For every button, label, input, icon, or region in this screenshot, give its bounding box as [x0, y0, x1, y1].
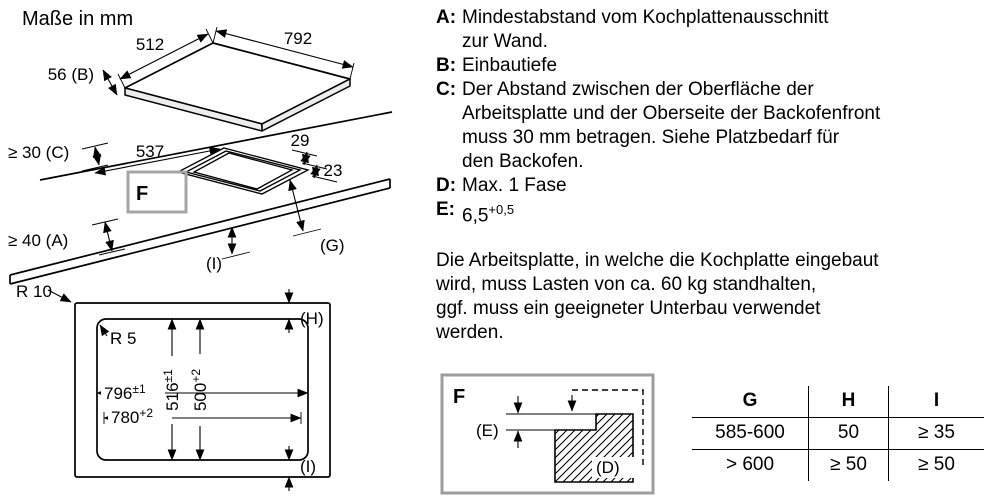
- detail-marker-f: F: [126, 170, 188, 214]
- legend-item-d: D: Max. 1 Fase: [436, 174, 988, 198]
- load-note: Die Arbeitsplatte, in welche die Kochpla…: [436, 250, 879, 344]
- page-title: Maße in mm: [22, 8, 134, 30]
- dimension-500: 500+2: [189, 318, 210, 461]
- dim-500-tol: +2: [189, 369, 203, 383]
- legend-key-b: B:: [436, 55, 457, 76]
- dim-56b-label: 56 (B): [48, 65, 94, 84]
- dimension-i-perspective: (I): [206, 226, 251, 273]
- legend-column: A: Mindestabstand vom Kochplattenausschn…: [436, 6, 988, 345]
- legend-text-d: Max. 1 Fase: [462, 175, 567, 196]
- e-tolerance: +0,5: [488, 202, 515, 217]
- col-header-g: G: [692, 386, 808, 418]
- cell-h2: ≥ 50: [808, 450, 888, 481]
- detail-f-title: F: [453, 386, 465, 408]
- dim-a-label: ≥ 40 (A): [8, 231, 68, 250]
- worktop-perspective: [9, 111, 393, 285]
- dim-516-tol: ±1: [161, 369, 175, 383]
- dim-i-label: (I): [206, 254, 222, 273]
- dim-792-label: 792: [284, 29, 312, 48]
- dim-796-tol: ±1: [132, 382, 146, 396]
- legend-text-e: 6,5+0,5: [462, 198, 514, 228]
- label-bg: [108, 407, 172, 427]
- dim-516-label: 516±1: [161, 369, 182, 411]
- dimension-29-23: 29 23: [291, 131, 343, 183]
- label-bg: [101, 382, 165, 402]
- dimension-i-plan: (I): [284, 446, 316, 491]
- dimension-e: (E): [476, 396, 596, 448]
- dim-796-label: 796±1: [104, 382, 146, 403]
- cell-g1: 585-600: [692, 418, 808, 450]
- table-header-row: G H I: [692, 386, 984, 418]
- legend-item-a: A: Mindestabstand vom Kochplattenausschn…: [436, 6, 988, 54]
- dimension-537: 537: [94, 142, 221, 176]
- dimension-clearance-c: ≥ 30 (C): [8, 142, 109, 172]
- col-header-i: I: [888, 386, 984, 418]
- detail-f-drawing: F (E) (D): [440, 373, 655, 495]
- dim-23-label: 23: [324, 161, 343, 180]
- label-bg: [592, 457, 636, 478]
- dim-500-label: 500+2: [189, 369, 210, 411]
- dimension-depth-512: 512: [117, 28, 214, 89]
- dimension-516: 516±1: [161, 318, 182, 461]
- legend-item-c: C: Der Abstand zwischen der Oberfläche d…: [436, 78, 988, 174]
- dim-780-tol: +2: [139, 406, 153, 420]
- r5-label: R 5: [110, 329, 136, 348]
- cell-i2: ≥ 50: [888, 450, 984, 481]
- dim-516-base: 516: [163, 382, 182, 410]
- legend-item-b: B: Einbautiefe: [436, 54, 988, 78]
- legend-text-a: Mindestabstand vom Kochplattenausschnitt…: [462, 7, 829, 52]
- dimension-height-56b: 56 (B): [48, 65, 118, 96]
- dim-500-base: 500: [191, 383, 210, 411]
- dimension-h: (H): [284, 289, 324, 333]
- dim-i-plan-label: (I): [300, 457, 316, 476]
- legend-key-e: E:: [436, 199, 455, 220]
- table-row: > 600 ≥ 50 ≥ 50: [692, 450, 984, 481]
- dim-537-label: 537: [136, 142, 164, 161]
- dim-29-label: 29: [291, 131, 310, 150]
- radius-r5: R 5: [99, 324, 136, 348]
- dimension-clearance-a: ≥ 40 (A): [8, 218, 126, 256]
- radius-r10: R 10: [16, 282, 72, 303]
- col-header-h: H: [808, 386, 888, 418]
- detail-f-label: F: [136, 183, 148, 205]
- dimension-g: (G): [288, 179, 345, 255]
- dim-512-label: 512: [136, 35, 164, 54]
- clearance-table: G H I 585-600 50 ≥ 35 > 600 ≥ 50 ≥ 50: [692, 386, 984, 481]
- legend-key-c: C:: [436, 79, 457, 100]
- dim-d-label: (D): [596, 458, 620, 477]
- cell-h1: 50: [808, 418, 888, 450]
- r10-label: R 10: [16, 282, 52, 301]
- legend-key-d: D:: [436, 175, 457, 196]
- dimension-780: 780+2: [103, 406, 302, 427]
- e-value: 6,5: [462, 205, 489, 227]
- chamfer-d: (D): [592, 457, 636, 478]
- dim-780-base: 780: [111, 408, 139, 427]
- legend-text-c: Der Abstand zwischen der Oberfläche der …: [462, 79, 881, 172]
- technical-drawing: 792 512 56 (B) ≥ 30 (C) 537: [8, 26, 393, 491]
- dim-796-base: 796: [104, 384, 132, 403]
- dim-g-label: (G): [320, 236, 345, 255]
- dimension-width-792: 792: [212, 26, 355, 80]
- worktop-cutout-opening: [176, 147, 310, 195]
- table-row: 585-600 50 ≥ 35: [692, 418, 984, 450]
- dim-c-label: ≥ 30 (C): [8, 143, 69, 162]
- dim-h-label: (H): [300, 309, 324, 328]
- cooktop-panel: [124, 42, 351, 132]
- cell-i1: ≥ 35: [888, 418, 984, 450]
- cell-g2: > 600: [725, 454, 775, 475]
- legend-key-a: A:: [436, 7, 457, 28]
- legend-item-e: E: 6,5+0,5: [436, 198, 988, 228]
- dim-e-label: (E): [476, 421, 499, 440]
- dim-780-label: 780+2: [111, 406, 153, 427]
- legend-text-b: Einbautiefe: [462, 55, 558, 76]
- dimension-796: 796±1: [96, 382, 309, 403]
